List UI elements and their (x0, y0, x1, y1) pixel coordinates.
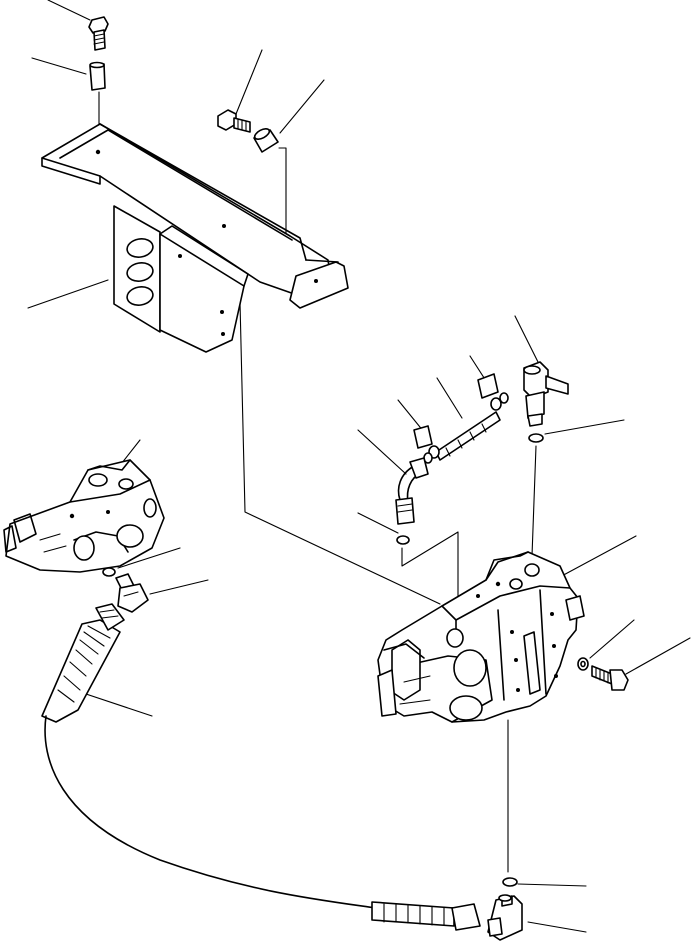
o-ring-tube (396, 535, 410, 545)
path-tube-to-valve (401, 531, 459, 599)
leader-washer (589, 619, 635, 659)
fitting-bottom (487, 894, 523, 941)
leader-elbow-left (149, 579, 209, 595)
o-ring-tee (528, 433, 544, 443)
path-bracket-to-valve (239, 301, 441, 605)
tube (435, 411, 501, 461)
path-tee-to-valve (531, 445, 537, 557)
spacer-bracket (253, 128, 279, 153)
leader-bolt-top (47, 0, 91, 21)
leader-tee (514, 315, 541, 367)
o-ring-bottom (502, 877, 518, 887)
mounting-bracket (41, 123, 349, 353)
washer (577, 657, 589, 671)
bolt-valve (591, 665, 629, 691)
pilot-valve (3, 459, 165, 573)
clamp-2 (413, 425, 440, 464)
leader-lines (27, 0, 691, 933)
hose (41, 603, 377, 909)
leader-bolt-bracket (235, 49, 263, 115)
leader-clamp-2 (397, 399, 425, 433)
leader-control-valve (557, 535, 637, 579)
leader-fitting-bottom (527, 921, 587, 933)
bolt-top (88, 16, 109, 51)
leader-tube (436, 377, 463, 419)
leader-spacer-top (31, 57, 87, 75)
leader-o-ring-bottom (517, 883, 587, 887)
leader-bracket (27, 279, 109, 309)
leader-o-ring-left (117, 547, 181, 569)
o-ring-left (102, 567, 116, 577)
hose-end (371, 901, 481, 931)
leader-elbow-tube (357, 429, 407, 475)
leader-o-ring-tube (357, 512, 399, 534)
clamp-1 (477, 373, 509, 411)
tee-fitting (523, 361, 569, 427)
leader-bolt-valve (625, 637, 691, 675)
leader-o-ring-tee (544, 419, 625, 435)
elbow-tube (395, 457, 429, 525)
leader-spacer-bracket (279, 79, 325, 134)
elbow-fitting-left (115, 573, 149, 613)
bolt-bracket (217, 109, 251, 133)
control-valve (377, 551, 585, 723)
